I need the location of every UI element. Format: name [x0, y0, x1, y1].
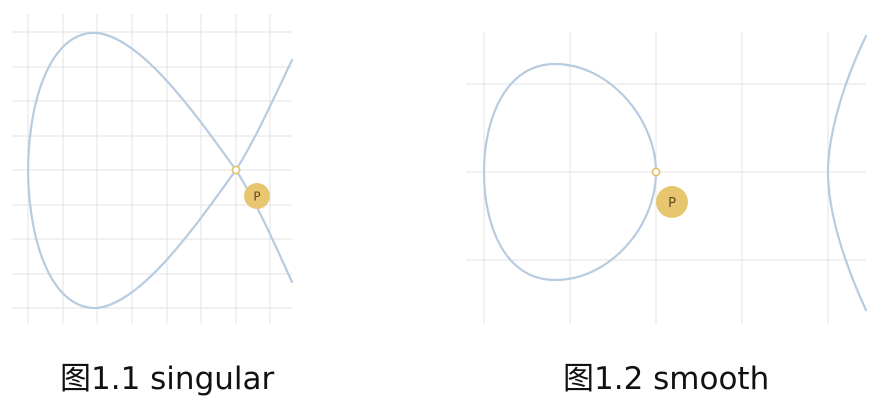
point-p-smooth — [651, 167, 661, 177]
grid-smooth — [466, 32, 866, 324]
point-p-singular — [231, 165, 241, 175]
curve-singular — [26, 31, 238, 310]
figure-smooth: P — [466, 32, 868, 324]
curve-singular-branch-down — [234, 168, 294, 284]
caption-smooth: 图1.2 smooth — [563, 361, 770, 397]
curve-smooth-oval — [482, 62, 658, 282]
badge-p-singular: P — [244, 183, 270, 209]
curve-smooth-branch — [826, 34, 868, 312]
figure-singular: P — [12, 14, 294, 324]
badge-p-smooth-label: P — [668, 196, 676, 211]
curve-singular-branch-up — [234, 58, 294, 172]
caption-singular: 图1.1 singular — [60, 361, 275, 397]
grid-singular — [12, 14, 292, 324]
badge-p-singular-label: P — [253, 190, 260, 204]
badge-p-smooth: P — [656, 186, 688, 218]
